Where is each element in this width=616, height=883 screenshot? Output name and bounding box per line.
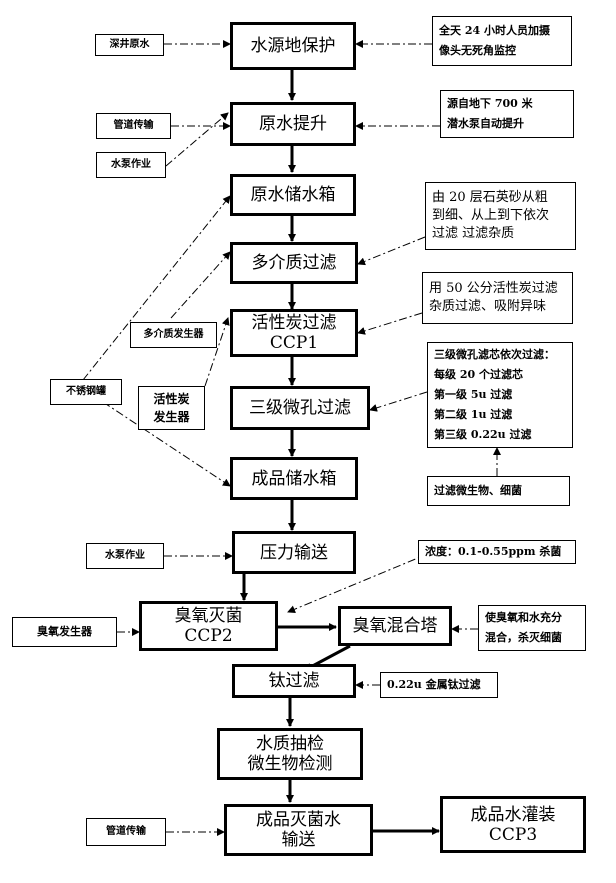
note-activated-carbon: 用 50 公分活性炭过滤 杂质过滤、吸附异味 <box>422 272 573 324</box>
input-pipeline-1: 管道传输 <box>96 113 171 139</box>
note-underground-source: 源自地下 700 米 潜水泵自动提升 <box>440 90 574 138</box>
note-microbe-filter: 过滤微生物、细菌 <box>427 476 570 506</box>
input-pipeline-2: 管道传输 <box>86 818 166 846</box>
step-quality-inspection: 水质抽检 微生物检测 <box>217 728 363 780</box>
dash-carbon <box>357 312 423 335</box>
input-deep-well-water: 深井原水 <box>95 34 164 56</box>
step-titanium-filter: 钛过滤 <box>232 664 356 698</box>
step-ozone-sterilization: 臭氧灭菌 CCP2 <box>139 601 278 651</box>
step-sterilized-water-delivery: 成品灭菌水 输送 <box>224 804 373 856</box>
note-ozone-concentration: 浓度：0.1-0.55ppm 杀菌 <box>418 540 576 564</box>
dash-concentration <box>287 552 431 614</box>
dash-pump1 <box>165 112 229 167</box>
step-product-water-tank: 成品储水箱 <box>230 457 358 500</box>
dash-stainless-down <box>102 401 231 487</box>
step-activated-carbon-filter: 活性炭过滤 CCP1 <box>230 309 358 357</box>
input-multimedia-generator: 多介质发生器 <box>130 322 217 348</box>
step-raw-water-lift: 原水提升 <box>230 102 356 146</box>
note-filter-stages: 三级微孔滤芯依次过滤： 每级 20 个过滤芯 第一级 5u 过滤 第二级 1u … <box>427 342 573 448</box>
dash-multigen <box>170 251 231 319</box>
note-ozone-mixing: 使臭氧和水充分 混合，杀灭细菌 <box>478 605 586 651</box>
step-multimedia-filter: 多介质过滤 <box>230 242 358 284</box>
step-product-filling: 成品水灌装 CCP3 <box>440 796 586 853</box>
step-ozone-mixing-tower: 臭氧混合塔 <box>338 606 452 646</box>
step-water-source-protection: 水源地保护 <box>230 22 356 70</box>
note-monitoring: 全天 24 小时人员加摄 像头无死角监控 <box>432 16 572 66</box>
note-quartz-sand: 由 20 层石英砂从粗 到细、从上到下依次 过滤 过滤杂质 <box>425 182 576 250</box>
step-raw-water-tank: 原水储水箱 <box>230 174 356 216</box>
input-carbon-generator: 活性炭 发生器 <box>138 386 205 430</box>
dash-filters <box>369 391 428 412</box>
step-three-stage-microfilter: 三级微孔过滤 <box>230 386 370 430</box>
input-stainless-tank: 不锈钢罐 <box>50 379 122 405</box>
input-ozone-generator: 臭氧发生器 <box>12 617 117 647</box>
note-titanium-filter: 0.22u 金属钛过滤 <box>380 672 498 698</box>
step-pressure-delivery: 压力输送 <box>232 531 356 574</box>
dash-quartz <box>357 236 426 266</box>
dash-carbon-gen <box>204 317 230 387</box>
input-pump-1: 水泵作业 <box>96 152 166 178</box>
dash-stainless-up <box>82 195 231 381</box>
input-pump-2: 水泵作业 <box>86 543 164 569</box>
